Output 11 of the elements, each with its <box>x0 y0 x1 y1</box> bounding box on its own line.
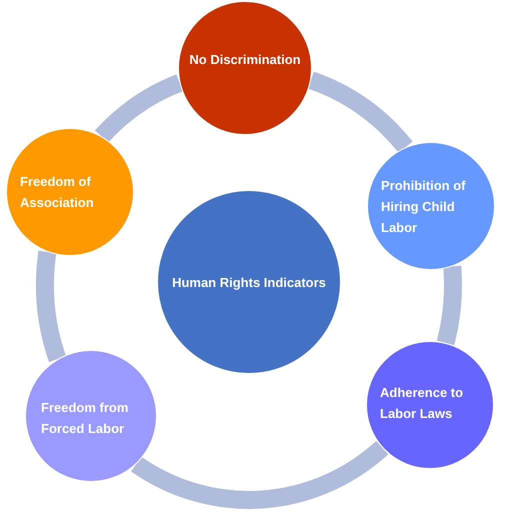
ring-arc <box>132 440 388 509</box>
ring-arc <box>95 74 184 143</box>
topic-circle: Freedom from Forced Labor <box>25 350 157 482</box>
topic-circle: Freedom of Association <box>6 128 134 256</box>
ring-arc <box>36 251 66 362</box>
ring-arc <box>308 72 412 154</box>
topic-circle: Adherence to Labor Laws <box>366 341 494 469</box>
ring-arc <box>436 266 462 345</box>
hub-circle: Human Rights Indicators <box>157 190 341 374</box>
topic-circle: No Discrimination <box>178 1 312 135</box>
topic-circle: Prohibition of Hiring Child Labor <box>367 142 495 270</box>
